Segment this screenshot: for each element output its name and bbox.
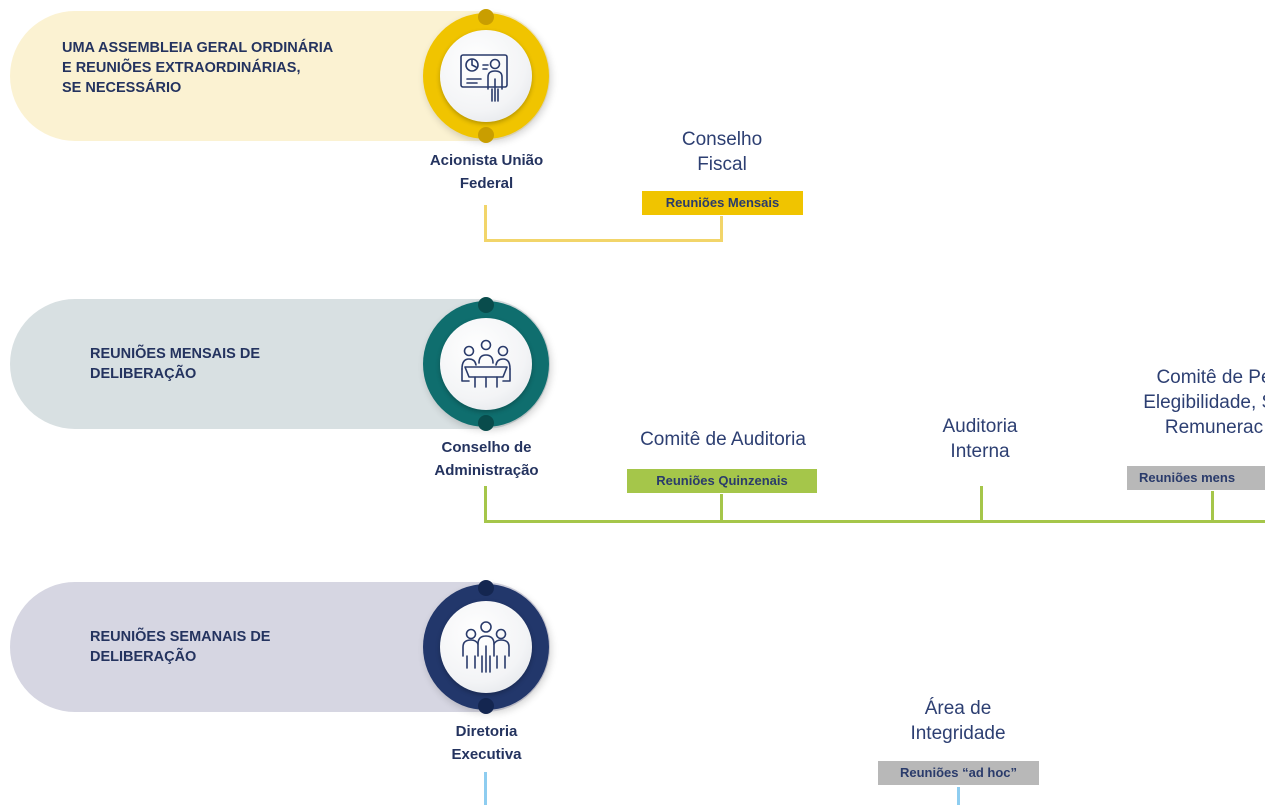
frequency-tag: Reuniões Mensais [642,191,803,215]
committee-title: Conselho Fiscal [681,129,763,175]
team-icon [462,621,510,673]
connector-line [720,216,723,242]
node-acionista [423,9,549,143]
connector-line [484,520,1265,523]
connector-line [980,486,983,523]
node-label: Acionista União Federal [429,152,544,192]
connector-line [1211,491,1214,523]
meeting-table-icon [461,339,511,388]
band-text: REUNIÕES SEMANAIS DE DELIBERAÇÃO [90,629,271,665]
connector-line [484,486,487,523]
committee-title: Comitê de Pe Elegibilidade, Su Remunerac [1143,367,1265,438]
node-label: Diretoria Executiva [451,723,522,763]
band-text: REUNIÕES MENSAIS DE DELIBERAÇÃO [90,346,260,382]
connector-line [720,494,723,523]
frequency-tag: Reuniões “ad hoc” [878,761,1039,785]
frequency-tag: Reuniões mens [1127,466,1265,490]
presentation-icon [460,54,508,102]
committee-title: Comitê de Auditoria [640,429,806,450]
connector-line [957,787,960,805]
node-label: Conselho de Administração [434,439,539,479]
node-conselho [423,297,549,431]
committee-title: Auditoria Interna [942,416,1018,462]
committee-title: Área de Integridade [910,698,1006,744]
frequency-tag: Reuniões Quinzenais [627,469,817,493]
node-diretoria [423,580,549,714]
band-text: UMA ASSEMBLEIA GERAL ORDINÁRIA E REUNIÕE… [62,40,334,96]
connector-line [484,205,487,242]
connector-line [484,239,723,242]
connector-line [484,772,487,805]
